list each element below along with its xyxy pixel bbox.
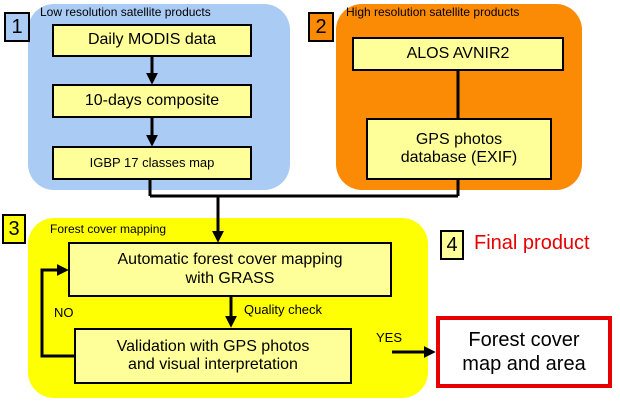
yes-label: YES [376,330,403,345]
automatic-forest-mapping-box: Automatic forest cover mapping with GRAS… [68,242,392,297]
validation-line1: Validation with GPS photos [116,337,310,355]
final-product-line2: map and area [462,353,586,375]
step-number-3: 3 [2,214,26,244]
validation-box: Validation with GPS photos and visual in… [74,328,352,384]
step-number-4: 4 [440,230,464,260]
automatic-mapping-line2: with GRASS [185,269,275,287]
final-product-box: Forest cover map and area [436,316,612,388]
final-product-line1: Forest cover [468,329,580,351]
arrow-no-loop [40,264,74,358]
quality-check-label: Quality check [244,302,323,317]
low-resolution-title: Low resolution satellite products [40,5,211,19]
ten-day-composite-box: 10-days composite [52,84,252,118]
validation-line2: and visual interpretation [128,356,298,373]
database-exif-text: database (EXIF) [400,149,518,166]
step-number-2: 2 [308,12,334,42]
step-number-2-text: 2 [315,15,327,38]
daily-modis-text: Daily MODIS data [87,31,217,49]
automatic-mapping-line1: Automatic forest cover mapping [117,251,343,269]
gps-photos-text: GPS photos [415,130,503,148]
step-number-3-text: 3 [8,217,20,240]
step-number-4-text: 4 [446,233,458,256]
high-resolution-title: High resolution satellite products [346,5,520,19]
forest-cover-mapping-title: Forest cover mapping [50,222,167,236]
daily-modis-box: Daily MODIS data [52,24,252,57]
igbp-classes-text: IGBP 17 classes map [89,154,215,170]
no-label: NO [54,305,74,320]
alos-avnir2-text: ALOS AVNIR2 [406,44,510,62]
final-product-title: Final product [474,232,590,254]
alos-avnir2-box: ALOS AVNIR2 [352,37,564,71]
igbp-classes-box: IGBP 17 classes map [52,146,252,180]
step-number-1: 1 [4,12,30,42]
ten-day-composite-text: 10-days composite [84,91,220,109]
step-number-1-text: 1 [11,15,23,38]
gps-photos-database-box: GPS photos database (EXIF) [366,118,552,180]
